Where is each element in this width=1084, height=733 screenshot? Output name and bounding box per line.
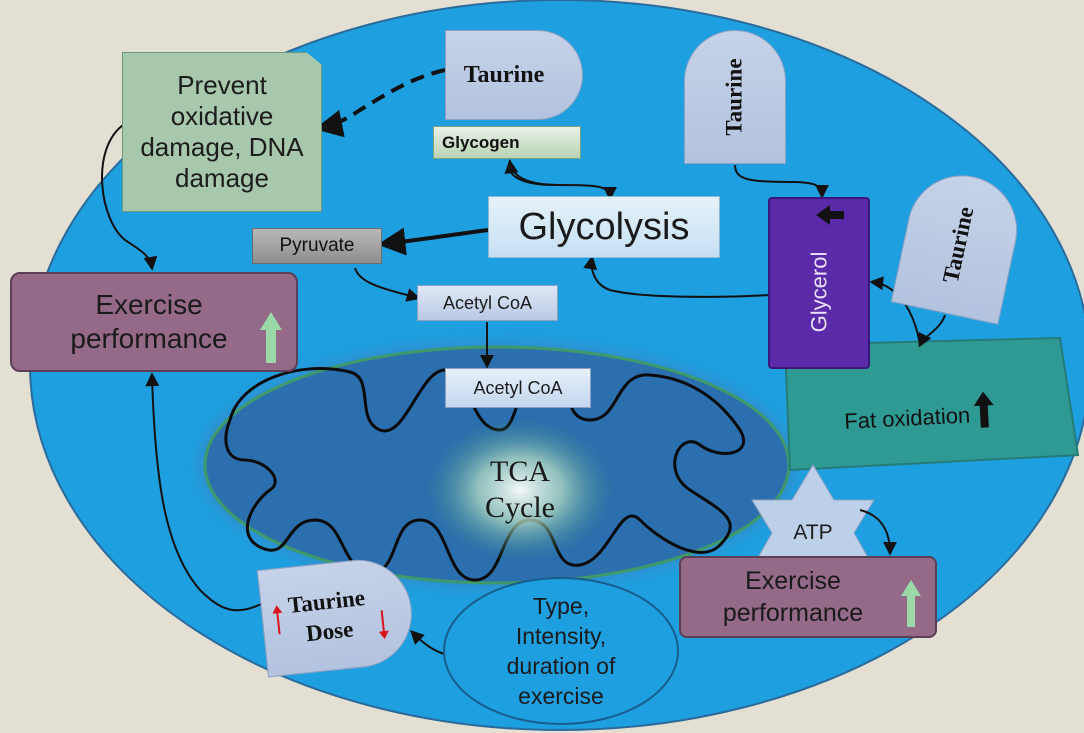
fat-oxidation-up-arrow-icon [972, 391, 995, 428]
taurine-right2-label: Taurine [938, 204, 979, 286]
pyruvate-box: Pyruvate [252, 228, 382, 264]
arrow-glycolysis-pyruvate [377, 227, 489, 256]
tca-cycle-label: TCA Cycle [485, 455, 555, 524]
glycerol-box: Glycerol [768, 197, 870, 369]
exercise-performance-box-left: Exercise performance [10, 272, 298, 372]
arrow-atp-exercise [859, 509, 897, 556]
glycolysis-label: Glycolysis [518, 205, 690, 248]
exercise-performance-right-label: Exercise performance [722, 567, 864, 627]
taurine-right1-label: Taurine [722, 58, 747, 136]
tca-cycle-label-wrap: TCA Cycle [460, 445, 580, 535]
acetyl-coa-2-label: Acetyl CoA [473, 377, 563, 398]
glycerol-label: Glycerol [806, 251, 831, 333]
tca-glow [425, 418, 615, 562]
acetyl-coa-1-label: Acetyl CoA [442, 292, 533, 313]
acetyl-coa-box-2: Acetyl CoA [445, 368, 591, 408]
exercise-up-arrow-icon-left [260, 312, 282, 364]
fat-oxidation-band [783, 336, 1080, 472]
dose-up-arrow-icon [271, 604, 285, 636]
glycerol-arrow-shaft [828, 211, 844, 219]
exercise-type-label: Type, Intensity, duration of exercise [506, 593, 616, 709]
arrow-glycerol-glycolysis [583, 255, 771, 298]
arrow-dose-exercise [145, 372, 271, 612]
arrow-glycolysis-glycogen [504, 159, 561, 186]
acetyl-coa-box-1: Acetyl CoA [417, 285, 558, 321]
arrow-taurine-glycerol [734, 164, 829, 199]
exercise-performance-box-right: Exercise performance [679, 556, 937, 638]
glycogen-box: Glycogen [433, 126, 581, 159]
glycerol-arrow-icon [816, 205, 830, 225]
prevent-damage-box: Prevent oxidative damage, DNA damage [122, 52, 322, 212]
arrow-prevent-exercise [101, 124, 158, 271]
taurine-tab-top: Taurine [445, 30, 583, 120]
prevent-damage-label: Prevent oxidative damage, DNA damage [140, 70, 304, 193]
atp-label-wrap: ATP [783, 518, 843, 548]
arrow-taurine-prevent [314, 68, 446, 138]
glycolysis-box: Glycolysis [488, 196, 720, 258]
dose-down-arrow-icon [377, 610, 390, 641]
arrow-pyruvate-acetyl [354, 267, 421, 302]
taurine-tab-right-1: Taurine [684, 30, 786, 164]
arrow-taurine-fat [918, 314, 946, 348]
exercise-up-arrow-icon-right [901, 580, 921, 628]
exercise-performance-left-label: Exercise performance [70, 289, 228, 354]
glycogen-label: Glycogen [442, 132, 520, 152]
taurine-top-label: Taurine [463, 61, 545, 88]
atp-label: ATP [793, 521, 833, 544]
pyruvate-label: Pyruvate [279, 235, 355, 256]
taurine-dose-label: Taurine Dose [286, 585, 367, 647]
exercise-type-ellipse: Type, Intensity, duration of exercise [443, 577, 679, 725]
